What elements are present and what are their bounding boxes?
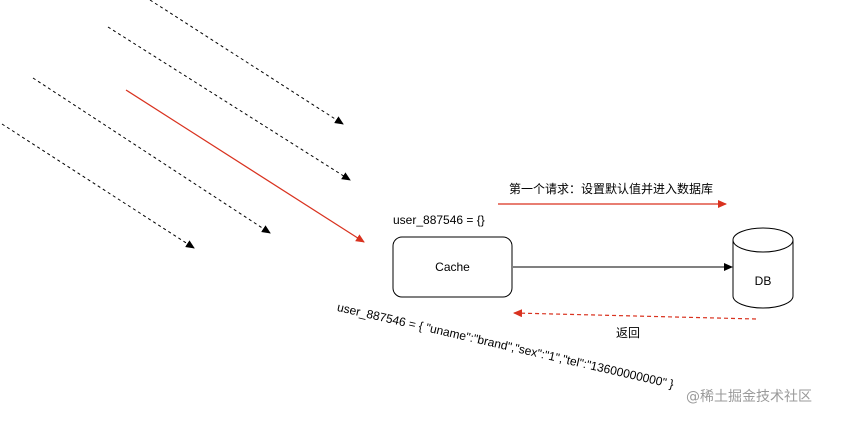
incoming-request-arrow-2 [107,26,351,181]
cache-node-label: Cache [435,260,470,274]
watermark: @稀土掘金技术社区 [686,389,812,405]
incoming-request-arrow-1 [149,0,344,125]
db-node-label: DB [754,274,772,288]
incoming-request-arrow-3 [32,77,271,234]
return-label: 返回 [616,326,641,340]
first-request-arrow [125,89,365,243]
cache-node [392,236,513,298]
return-arrow [513,309,757,320]
incoming-request-arrow-4 [1,123,195,249]
first-request-label: 第一个请求：设置默认值并进入数据库 [509,182,714,196]
db-node [732,227,794,309]
cache-empty-value-label: user_887546 = {} [393,213,485,227]
